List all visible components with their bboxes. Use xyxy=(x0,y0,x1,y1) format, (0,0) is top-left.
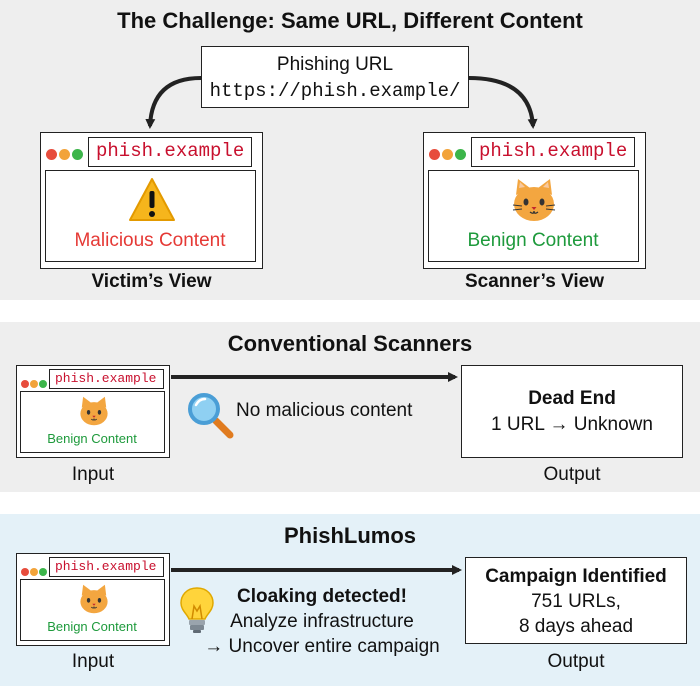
window-controls xyxy=(21,563,47,581)
phishlumos-input-browser: phish.example Benign Content xyxy=(16,553,170,646)
arrow-to-scanner xyxy=(468,76,538,129)
magnifier-icon xyxy=(188,393,234,439)
lightbulb-icon xyxy=(180,587,214,633)
challenge-title: The Challenge: Same URL, Different Conte… xyxy=(117,8,583,33)
victim-caption: Victim’s View xyxy=(91,271,212,292)
victim-content-label: Malicious Content xyxy=(74,230,226,251)
campaign-days-ahead: 8 days ahead xyxy=(518,616,634,637)
scanner-viewport: Benign Content xyxy=(428,170,639,262)
window-controls xyxy=(429,147,466,165)
dead-end-box: Dead End 1 URL → Unknown xyxy=(461,365,683,458)
cloaking-detected-text: Cloaking detected! xyxy=(237,586,407,607)
conventional-viewport: Benign Content xyxy=(20,391,165,453)
conventional-note: No malicious content xyxy=(236,400,413,421)
campaign-identified-box: Campaign Identified 751 URLs, 8 days ahe… xyxy=(465,557,687,644)
victim-browser: phish.example Malicious Content xyxy=(40,132,263,269)
conventional-input-caption: Input xyxy=(71,464,115,485)
uncover-campaign-text: → Uncover entire campaign xyxy=(204,636,440,657)
scanner-caption: Scanner’s View xyxy=(464,271,605,292)
conventional-content-label: Benign Content xyxy=(47,431,137,446)
scanner-content-label: Benign Content xyxy=(467,230,599,251)
phishlumos-output-caption: Output xyxy=(547,651,605,672)
cat-face-icon xyxy=(80,584,108,614)
phishing-url-text[interactable]: https://phish.example/ xyxy=(209,80,461,102)
phishlumos-title: PhishLumos xyxy=(283,523,416,548)
phishlumos-input-caption: Input xyxy=(71,651,115,672)
victim-viewport: Malicious Content xyxy=(45,170,256,262)
window-controls xyxy=(21,375,47,393)
conventional-output-caption: Output xyxy=(543,464,601,485)
victim-address-bar[interactable]: phish.example xyxy=(88,137,252,167)
conventional-title: Conventional Scanners xyxy=(227,331,473,356)
phishlumos-address-bar[interactable]: phish.example xyxy=(49,557,164,577)
phishlumos-note: Cloaking detected! Analyze infrastructur… xyxy=(192,586,452,658)
dead-end-title: Dead End xyxy=(528,388,616,409)
window-controls xyxy=(46,147,83,165)
campaign-url-count: 751 URLs, xyxy=(531,591,621,612)
dead-end-detail: 1 URL → Unknown xyxy=(491,414,653,435)
cat-face-icon xyxy=(512,179,556,221)
phishlumos-viewport: Benign Content xyxy=(20,579,165,641)
arrow-to-victim xyxy=(145,76,202,129)
campaign-identified-title: Campaign Identified xyxy=(485,566,667,587)
phishing-url-label: Phishing URL xyxy=(276,54,394,75)
scanner-browser: phish.example Benign Content xyxy=(423,132,646,269)
analyze-infrastructure-text: Analyze infrastructure xyxy=(230,611,414,632)
phishing-url-box: Phishing URL https://phish.example/ xyxy=(201,46,469,108)
cat-face-icon xyxy=(80,396,108,426)
conventional-address-bar[interactable]: phish.example xyxy=(49,369,164,389)
scanner-address-bar[interactable]: phish.example xyxy=(471,137,635,167)
conventional-input-browser: phish.example Benign Content xyxy=(16,365,170,458)
phishlumos-content-label: Benign Content xyxy=(47,619,137,634)
warning-icon xyxy=(129,178,175,221)
